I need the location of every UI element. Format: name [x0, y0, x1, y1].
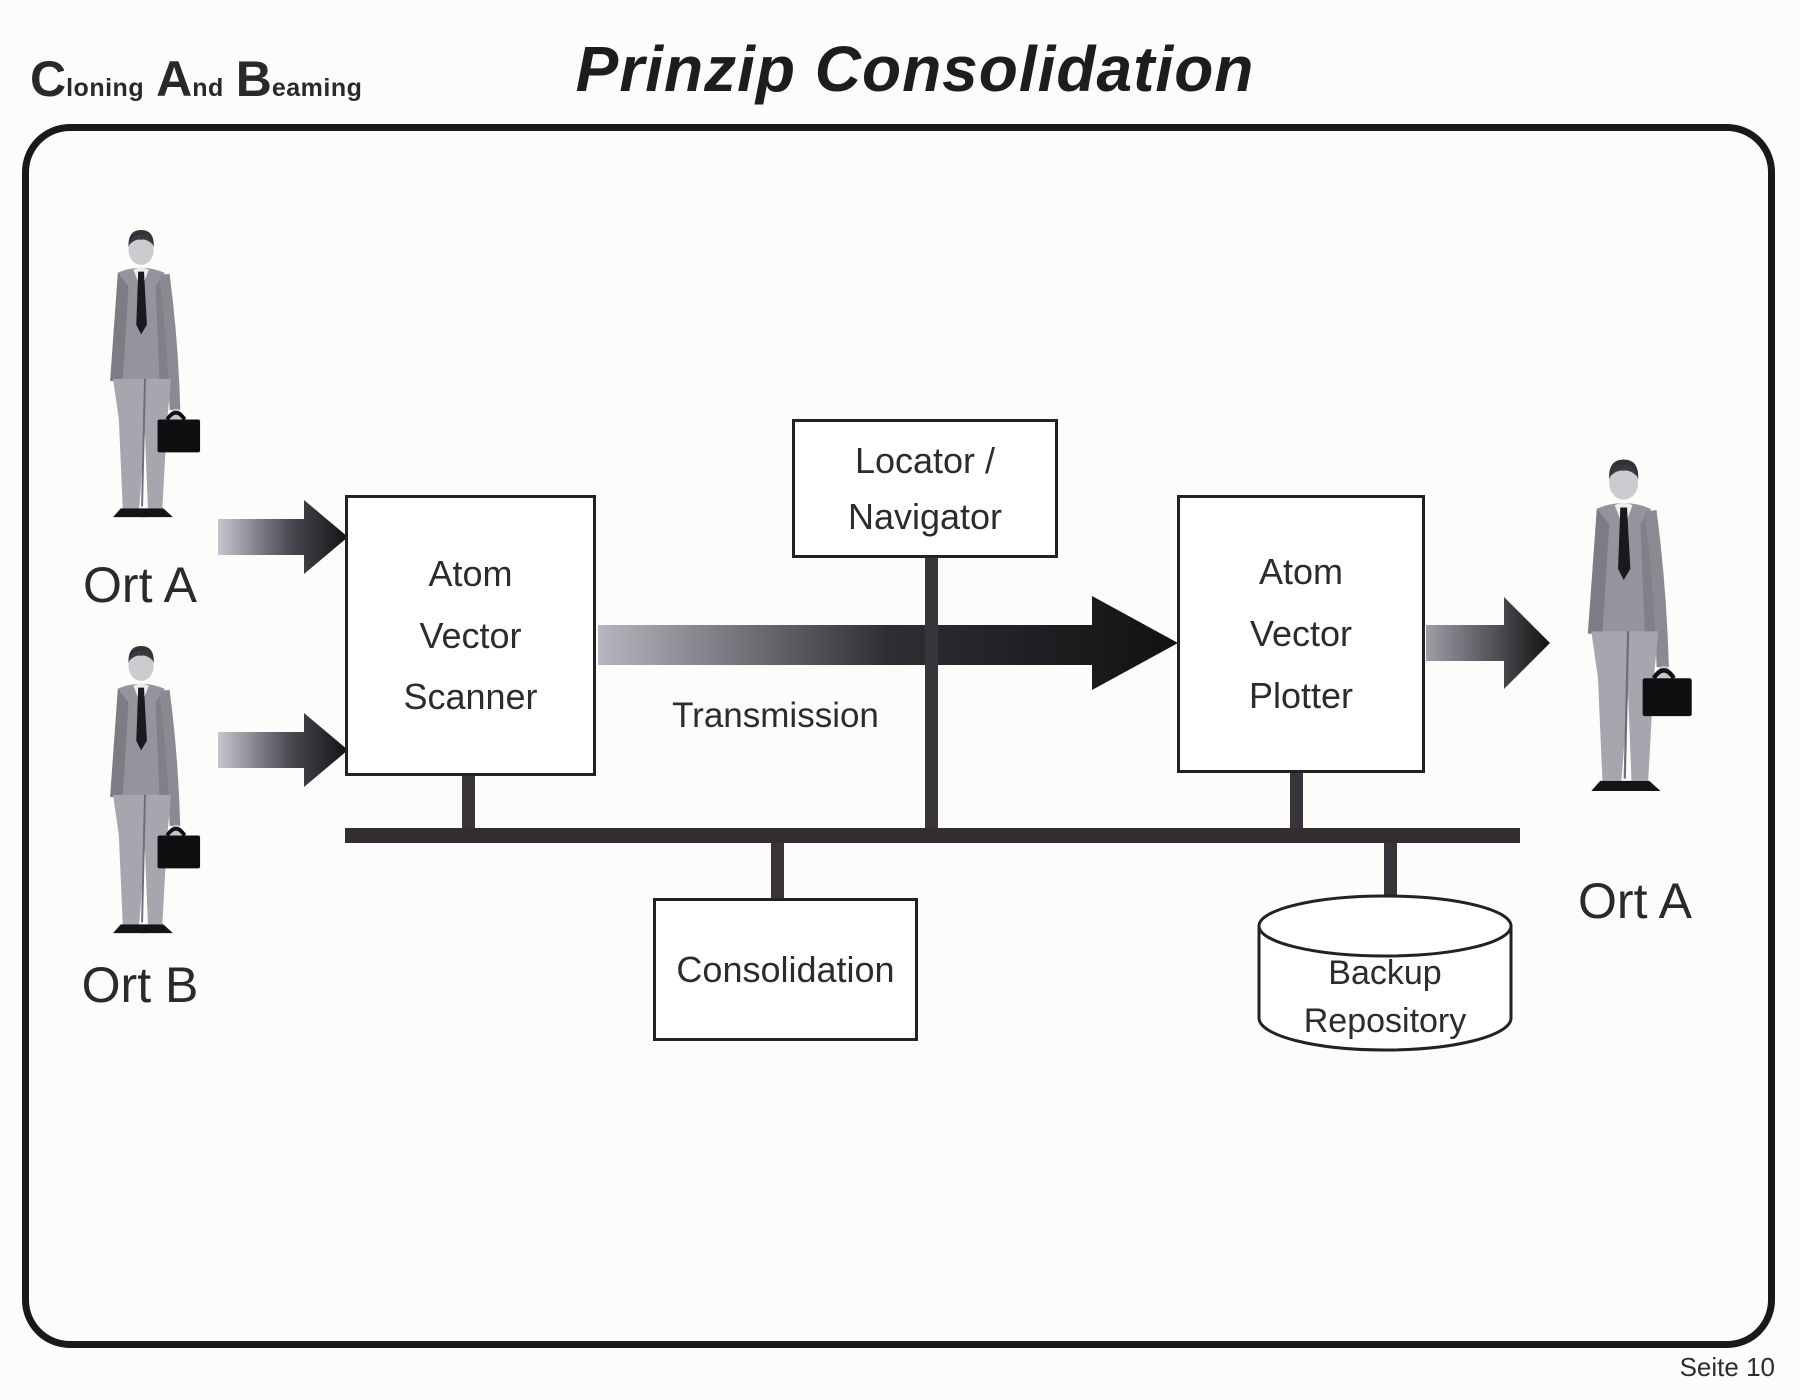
atom-vector-scanner-box: Atom Vector Scanner [345, 495, 596, 776]
scanner-label-line: Atom [428, 552, 513, 594]
businessman-figure-source-a [86, 226, 202, 526]
logo-initial: C [30, 51, 67, 107]
transmission-arrow-icon [598, 596, 1178, 690]
page-number: Seite 10 [1679, 1352, 1775, 1382]
label-ort-b-source: Ort B [81, 957, 199, 1013]
label-ort-a-destination: Ort A [1578, 873, 1692, 929]
logo-word-and: And [156, 51, 224, 107]
consolidation-box: Consolidation [653, 898, 918, 1041]
backup-label-line: Backup [1328, 954, 1442, 992]
slide-frame [22, 124, 1775, 1348]
input-arrow-a-icon [218, 500, 348, 574]
logo-word-rest: loning [66, 74, 145, 102]
scanner-label-line: Vector [419, 614, 522, 656]
plotter-label-line: Plotter [1248, 674, 1354, 716]
logo-initial: A [156, 51, 193, 107]
plotter-label-line: Atom [1258, 551, 1344, 593]
bus-line [345, 828, 1520, 843]
logo-word-rest: nd [192, 74, 224, 102]
logo-word-rest: eaming [271, 74, 363, 102]
output-arrow-icon [1426, 597, 1550, 689]
consolidation-label: Consolidation [676, 948, 895, 990]
transmission-label: Transmission [672, 696, 879, 735]
logo-word-beaming: Beaming [236, 51, 363, 107]
plotter-label-line: Vector [1249, 613, 1353, 655]
connector-plotter-to-bus [1290, 770, 1303, 830]
label-ort-a-source: Ort A [83, 557, 197, 613]
logo-initial: B [235, 51, 272, 107]
page-title: Prinzip Consolidation [575, 33, 1255, 105]
atom-vector-plotter-box: Atom Vector Plotter [1177, 495, 1425, 773]
backup-label-line: Repository [1303, 1001, 1467, 1040]
connector-bus-to-consolidation [771, 840, 784, 900]
locator-navigator-box: Locator / Navigator [792, 419, 1058, 558]
backup-repository-label: Backup Repository [1254, 950, 1516, 1045]
connector-locator-to-bus [925, 556, 938, 830]
locator-label-line: Navigator [847, 495, 1003, 537]
businessman-figure-source-b [86, 642, 202, 942]
connector-scanner-to-bus [462, 772, 475, 830]
connector-bus-to-backup [1384, 840, 1397, 906]
businessman-figure-destination [1560, 455, 1694, 801]
backup-repository-cylinder-icon [1257, 894, 1513, 1052]
logo-word-cloning: Cloning [30, 51, 144, 107]
input-arrow-b-icon [218, 713, 348, 787]
scanner-label-line: Scanner [403, 676, 538, 718]
locator-label-line: Locator / [854, 439, 996, 481]
